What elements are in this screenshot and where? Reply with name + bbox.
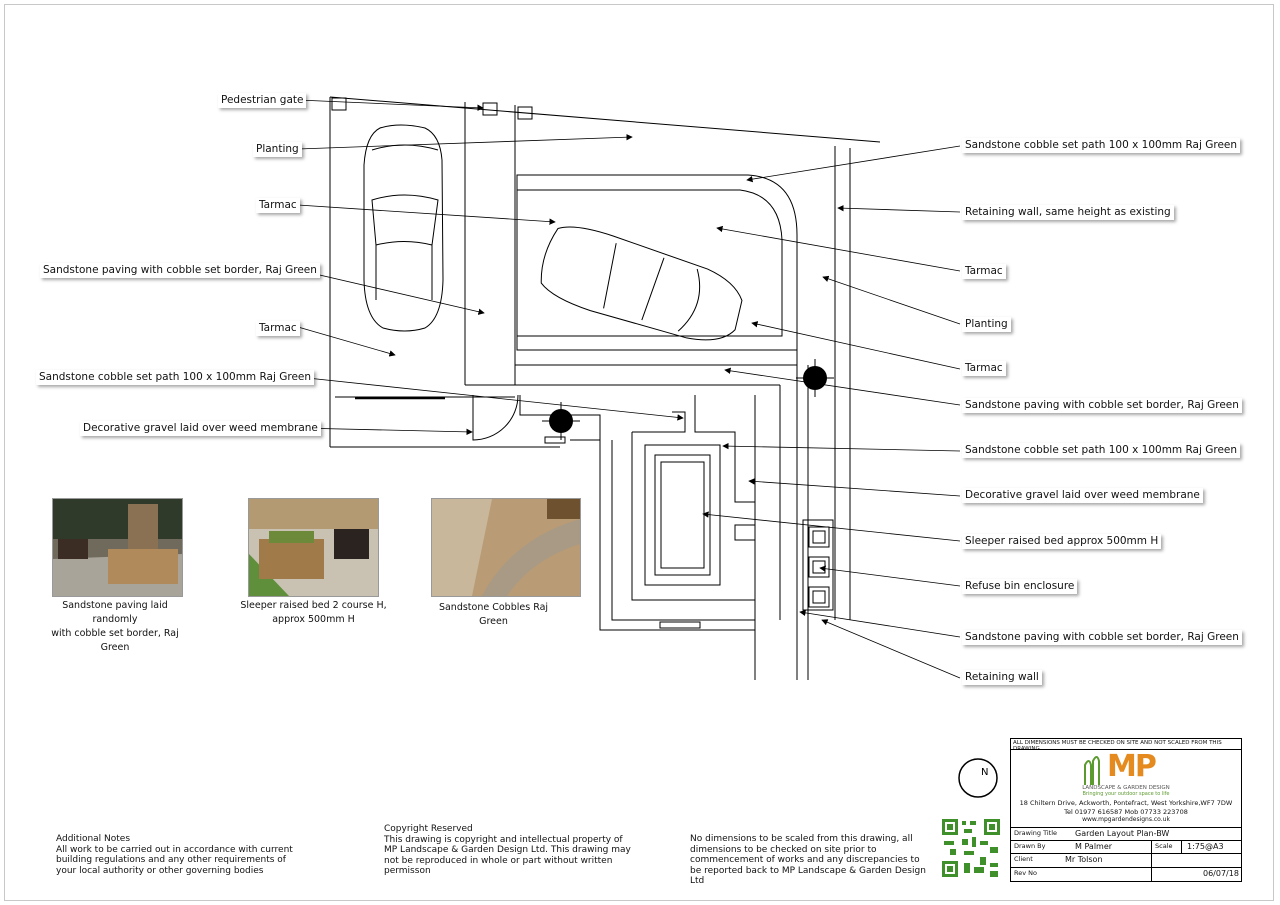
- row-drawn-by: Drawn By M Palmer Scale 1:75@A3: [1011, 840, 1241, 853]
- label-planting-right: Planting: [962, 317, 1011, 332]
- client-name: Mr Tolson: [1065, 855, 1103, 864]
- photo-sandstone-paving: [52, 498, 183, 597]
- dimension-notes: No dimensions to be scaled from this dra…: [690, 834, 926, 886]
- label-pedestrian-gate: Pedestrian gate: [218, 93, 307, 108]
- caption-line: approx 500mm H: [272, 614, 355, 625]
- label-cobble-path-right-2: Sandstone cobble set path 100 x 100mm Ra…: [962, 443, 1241, 458]
- notes-title: Copyright Reserved: [384, 824, 473, 834]
- label-retaining-wall-existing: Retaining wall, same height as existing: [962, 205, 1174, 220]
- label-retaining-wall: Retaining wall: [962, 670, 1042, 685]
- compass-letter: N: [981, 767, 988, 778]
- label-sandstone-paving-right-1: Sandstone paving with cobble set border,…: [962, 398, 1242, 413]
- caption-sleeper-bed: Sleeper raised bed 2 course H, approx 50…: [236, 599, 391, 627]
- sheet-border: [4, 4, 1274, 901]
- company-name: LANDSCAPE & GARDEN DESIGN: [1082, 785, 1170, 791]
- field-label: Client: [1014, 855, 1033, 863]
- label-sandstone-paving-left: Sandstone paving with cobble set border,…: [40, 263, 320, 278]
- caption-sandstone-paving: Sandstone paving laid randomly with cobb…: [40, 599, 190, 655]
- label-sandstone-paving-right-2: Sandstone paving with cobble set border,…: [962, 630, 1242, 645]
- label-tarmac-right-1: Tarmac: [962, 264, 1006, 279]
- company-tagline: Bringing your outdoor space to life: [1082, 791, 1170, 797]
- company-phone: Tel 01977 616587 Mob 07733 223708: [1064, 808, 1188, 816]
- qr-code-icon: [940, 817, 1002, 879]
- company-website: www.mpgardendesigns.co.uk: [1082, 816, 1170, 823]
- caption-sandstone-cobbles: Sandstone Cobbles Raj Green: [438, 602, 549, 627]
- logo-text: MP: [1107, 749, 1157, 784]
- car-angled: [540, 226, 743, 341]
- row-client: Client Mr Tolson: [1011, 853, 1241, 866]
- car-vertical: [363, 124, 444, 332]
- caption-line: Sandstone paving laid randomly: [62, 600, 168, 625]
- field-label: Drawing Title: [1014, 829, 1058, 837]
- label-cobble-path-right-1: Sandstone cobble set path 100 x 100mm Ra…: [962, 138, 1241, 153]
- label-gravel-right: Decorative gravel laid over weed membran…: [962, 488, 1203, 503]
- notes-body: This drawing is copyright and intellectu…: [384, 834, 631, 877]
- north-arrow-icon: N: [956, 756, 1000, 800]
- caption-line: Sleeper raised bed 2 course H,: [240, 600, 387, 611]
- label-sleeper-bed: Sleeper raised bed approx 500mm H: [962, 534, 1162, 549]
- photo-sleeper-bed: [248, 498, 379, 597]
- photo-sandstone-cobbles: [431, 498, 581, 597]
- additional-notes: Additional Notes All work to be carried …: [56, 834, 306, 876]
- company-address: 18 Chiltern Drive, Ackworth, Pontefract,…: [1019, 799, 1233, 807]
- label-tarmac-right-2: Tarmac: [962, 361, 1006, 376]
- field-label: Scale: [1155, 842, 1173, 850]
- drawn-by: M Palmer: [1075, 842, 1113, 851]
- plan-linework: [329, 96, 881, 680]
- label-gravel-left: Decorative gravel laid over weed membran…: [80, 421, 321, 436]
- drawing-scale: 1:75@A3: [1187, 842, 1224, 851]
- row-drawing-title: Drawing Title Garden Layout Plan-BW: [1011, 827, 1241, 840]
- label-tarmac-left-2: Tarmac: [256, 321, 300, 336]
- copyright-notes: Copyright Reserved This drawing is copyr…: [384, 824, 634, 877]
- field-label: Rev No: [1014, 869, 1037, 877]
- company-logo: [1081, 751, 1171, 787]
- label-bin-enclosure: Refuse bin enclosure: [962, 579, 1078, 594]
- label-planting-left: Planting: [253, 142, 302, 157]
- field-label: Drawn By: [1014, 842, 1046, 850]
- drawing-date: 06/07/18: [1203, 869, 1239, 878]
- label-tarmac-left-1: Tarmac: [256, 198, 300, 213]
- leader-lines: [297, 99, 961, 679]
- label-cobble-path-left: Sandstone cobble set path 100 x 100mm Ra…: [36, 370, 315, 385]
- row-revision: Rev No 06/07/18: [1011, 867, 1241, 882]
- drawing-title: Garden Layout Plan-BW: [1075, 829, 1170, 838]
- title-block: ALL DIMENSIONS MUST BE CHECKED ON SITE A…: [1010, 738, 1242, 882]
- notes-title: Additional Notes: [56, 834, 131, 844]
- notes-body: All work to be carried out in accordance…: [56, 844, 293, 876]
- caption-line: with cobble set border, Raj Green: [51, 628, 179, 653]
- manhole-markers: [542, 359, 834, 440]
